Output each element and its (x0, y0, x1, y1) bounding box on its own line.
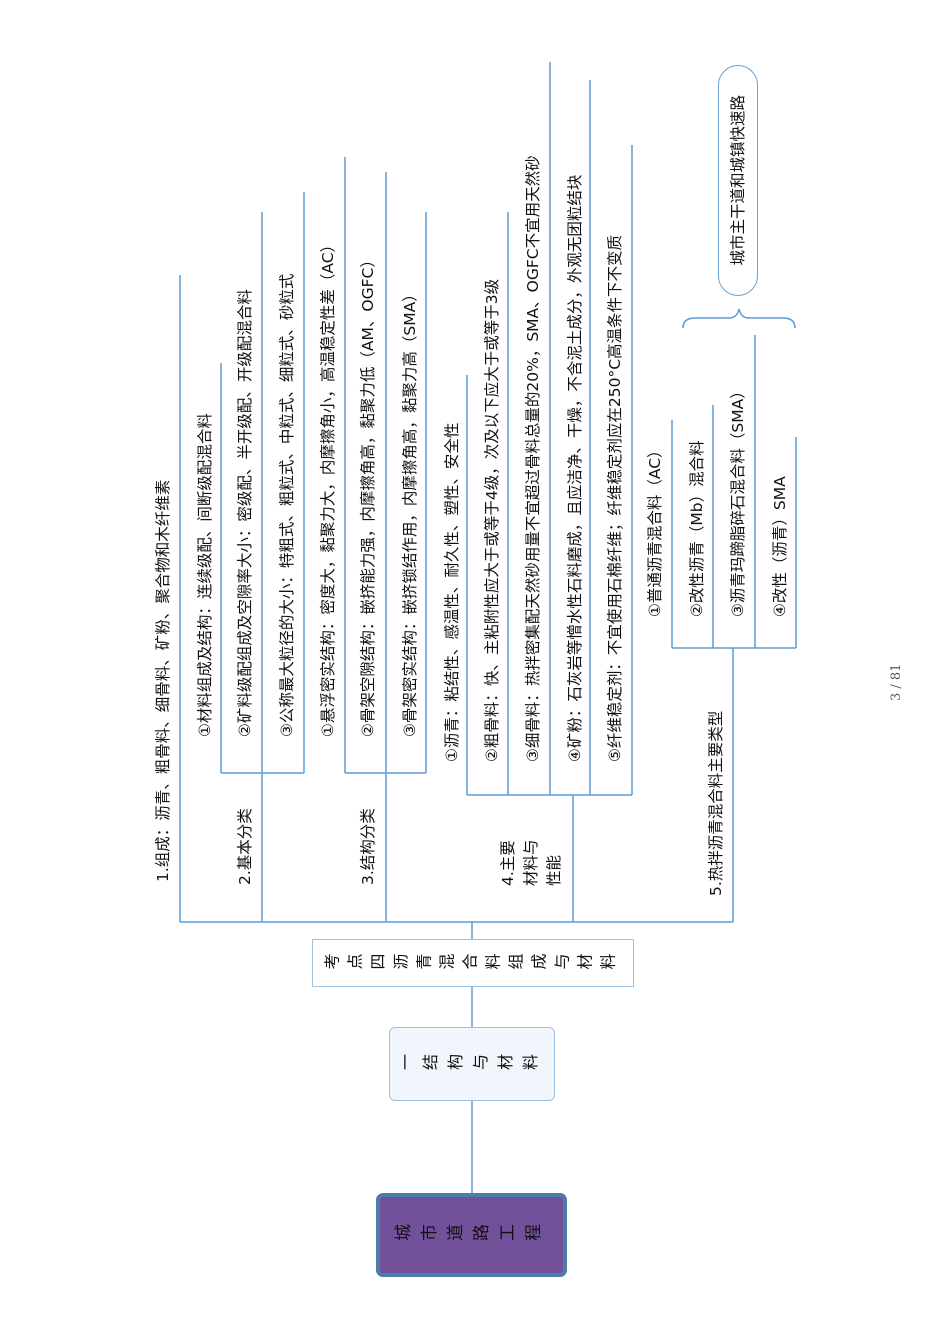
branch-2-item-2[interactable]: ②矿料级配组成及空隙率大小：密级配、半开级配、开级配混合料 (236, 289, 254, 737)
branch-3-label[interactable]: 3.结构分类 (359, 808, 377, 885)
branch-5-label[interactable]: 5.热拌沥青混合料主要类型 (707, 710, 725, 896)
branch-5-item-1[interactable]: ①普通沥青混合料（AC） (646, 442, 664, 617)
branch-3-item-3[interactable]: ③骨架密实结构：嵌挤锁结作用，内摩擦角高，黏聚力高（SMA） (401, 286, 419, 737)
level2-label: 考点四沥青混合料组成与材料 (323, 953, 623, 972)
branch-4-item-2[interactable]: ②粗骨料：快、主粘附性应大于或等于4级，次及以下应大于或等于3级 (483, 278, 501, 762)
brace-icon (682, 308, 796, 329)
branch-4-item-5[interactable]: ⑤纤维稳定剂：不宜使用石棉纤维；纤维稳定剂应在250°C高温条件下不变质 (606, 234, 624, 762)
page-number: 3 / 81 (889, 663, 904, 701)
branch-3-item-2[interactable]: ②骨架空隙结构：嵌挤能力强，内摩擦角高，黏聚力低（AM、OGFC） (359, 252, 377, 737)
level1-node[interactable]: 一结构与材料 (389, 1027, 555, 1101)
note-label: 城市主干道和城镇快速路 (729, 95, 747, 266)
branch-4-item-3[interactable]: ③细骨料：热拌密集配天然砂用量不宜超过骨料总量的20%，SMA、OGFC不宜用天… (524, 155, 542, 762)
note-callout[interactable]: 城市主干道和城镇快速路 (718, 65, 758, 296)
root-label: 城市道路工程 (393, 1225, 550, 1245)
branch-2-item-1[interactable]: ①材料组成及结构：连续级配、间断级配混合料 (196, 413, 214, 737)
branch-4-item-1[interactable]: ①沥青：粘结性、感温性、耐久性、塑性、安全性 (443, 422, 461, 762)
level2-node[interactable]: 考点四沥青混合料组成与材料 (312, 939, 634, 987)
level1-label: 一结构与材料 (397, 1054, 547, 1073)
branch-5-item-4[interactable]: ④改性（沥青）SMA (771, 476, 789, 617)
branch-5-item-2[interactable]: ②改性沥青（Mb）混合料 (688, 440, 706, 617)
root-node[interactable]: 城市道路工程 (376, 1193, 567, 1277)
branch-3-item-1[interactable]: ①悬浮密实结构：密度大，黏聚力大，内摩擦角小，高温稳定性差（AC） (319, 236, 337, 737)
branch-5-item-3[interactable]: ③沥青玛蹄脂碎石混合料（SMA） (729, 383, 747, 617)
branch-2-item-3[interactable]: ③公称最大粒径的大小：特粗式、粗粒式、中粒式、细粒式、砂粒式 (278, 273, 296, 737)
branch-1-label[interactable]: 1.组成：沥青、粗骨料、细骨料、矿粉、聚合物和木纤维素 (154, 479, 172, 882)
branch-4-label[interactable]: 4.主要 材料与 性能 (499, 839, 563, 886)
branch-2-label[interactable]: 2.基本分类 (236, 808, 254, 885)
branch-4-item-4[interactable]: ④矿粉：石灰岩等憎水性石料磨成，且应洁净、干燥，不含泥土成分，外观无团粒结块 (566, 174, 584, 762)
